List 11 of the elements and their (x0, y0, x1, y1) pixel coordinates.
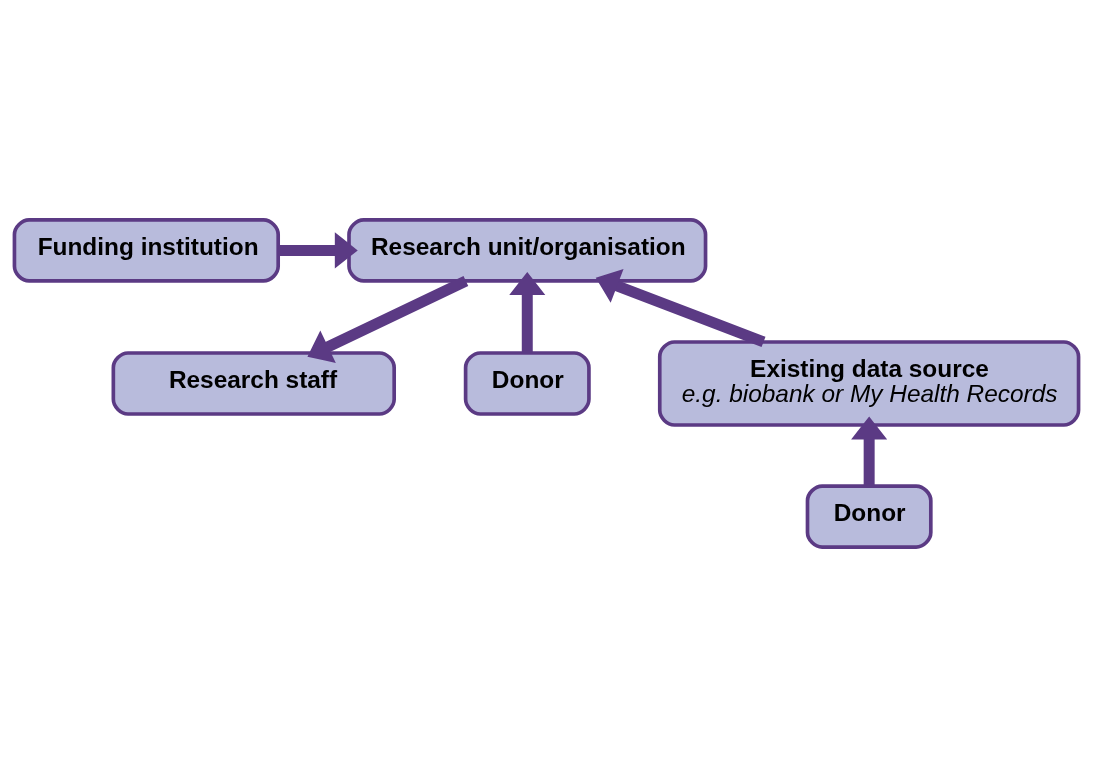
node-box: Donor (805, 484, 933, 549)
arrow (278, 232, 358, 269)
arrow (509, 272, 546, 353)
node-box: Research unit/organisation (347, 218, 708, 283)
arrow (851, 416, 888, 486)
node-box: Donor (463, 351, 591, 416)
node-box: Research staff (111, 351, 396, 416)
arrow (307, 276, 469, 364)
arrow (595, 269, 766, 348)
node-box: Funding institution (12, 218, 280, 283)
node-box: Existing data source e.g. biobank or My Health Records (657, 340, 1081, 427)
